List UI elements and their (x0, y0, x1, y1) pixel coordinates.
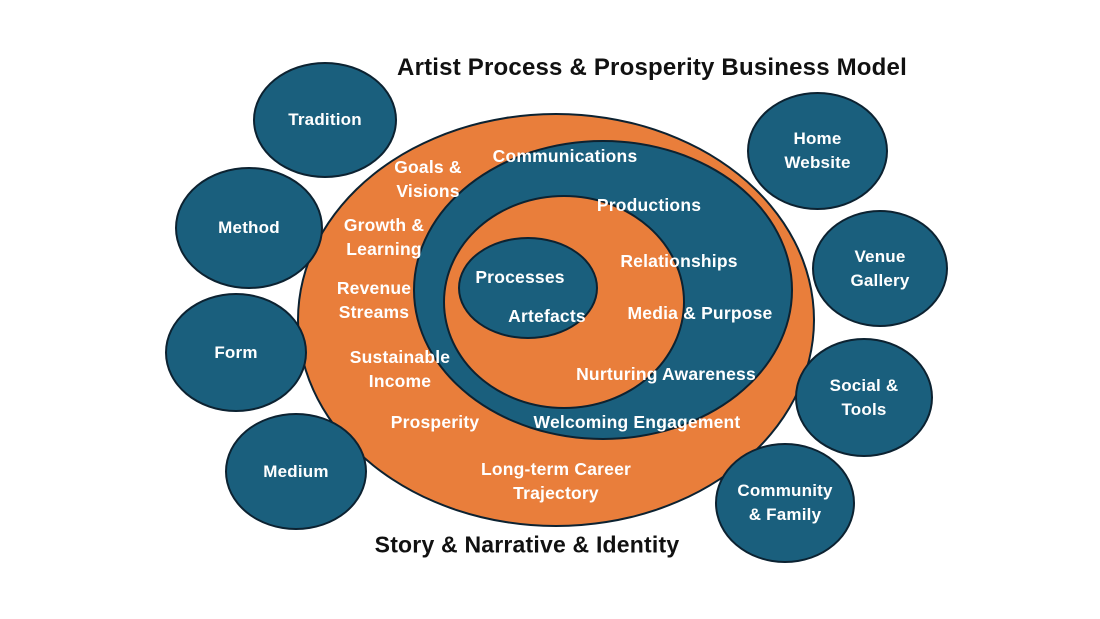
label-welcoming-engagement: Welcoming Engagement (533, 412, 741, 433)
satellite-venue-gallery: Venue Gallery (812, 210, 948, 327)
label-communications: Communications (492, 146, 638, 167)
satellite-home-website: Home Website (747, 92, 888, 210)
label-sustainable-income: Sustainable Income (349, 347, 451, 391)
satellite-method-label: Method (218, 218, 280, 238)
satellite-community-family-label: Community & Family (737, 481, 833, 524)
satellite-community-family: Community & Family (715, 443, 855, 563)
satellite-medium: Medium (225, 413, 367, 530)
label-nurturing-awareness: Nurturing Awareness (576, 364, 756, 385)
satellite-medium-label: Medium (263, 461, 329, 481)
label-goals-visions: Goals & Visions (394, 157, 462, 201)
satellite-tradition-label: Tradition (288, 110, 362, 130)
satellite-social-tools-label: Social & Tools (829, 375, 899, 419)
label-long-term-career-trajectory: Long-term Career Trajectory (480, 459, 632, 503)
label-prosperity: Prosperity (390, 412, 480, 433)
diagram-footer: Story & Narrative & Identity (374, 531, 680, 558)
label-media-purpose: Media & Purpose (627, 303, 773, 324)
label-productions: Productions (596, 195, 702, 216)
diagram-title: Artist Process & Prosperity Business Mod… (397, 54, 907, 81)
satellite-social-tools: Social & Tools (795, 338, 933, 457)
label-revenue-streams: Revenue Streams (336, 278, 412, 322)
satellite-venue-gallery-label: Venue Gallery (850, 246, 910, 290)
satellite-form-label: Form (214, 342, 258, 362)
satellite-home-website-label: Home Website (784, 129, 851, 172)
satellite-tradition: Tradition (253, 62, 397, 178)
satellite-method: Method (175, 167, 323, 289)
label-growth-learning: Growth & Learning (343, 215, 425, 259)
label-artefacts: Artefacts (508, 306, 586, 327)
satellite-form: Form (165, 293, 307, 412)
core-teal-ellipse (458, 237, 598, 339)
label-processes: Processes (475, 267, 565, 288)
label-relationships: Relationships (620, 251, 738, 272)
